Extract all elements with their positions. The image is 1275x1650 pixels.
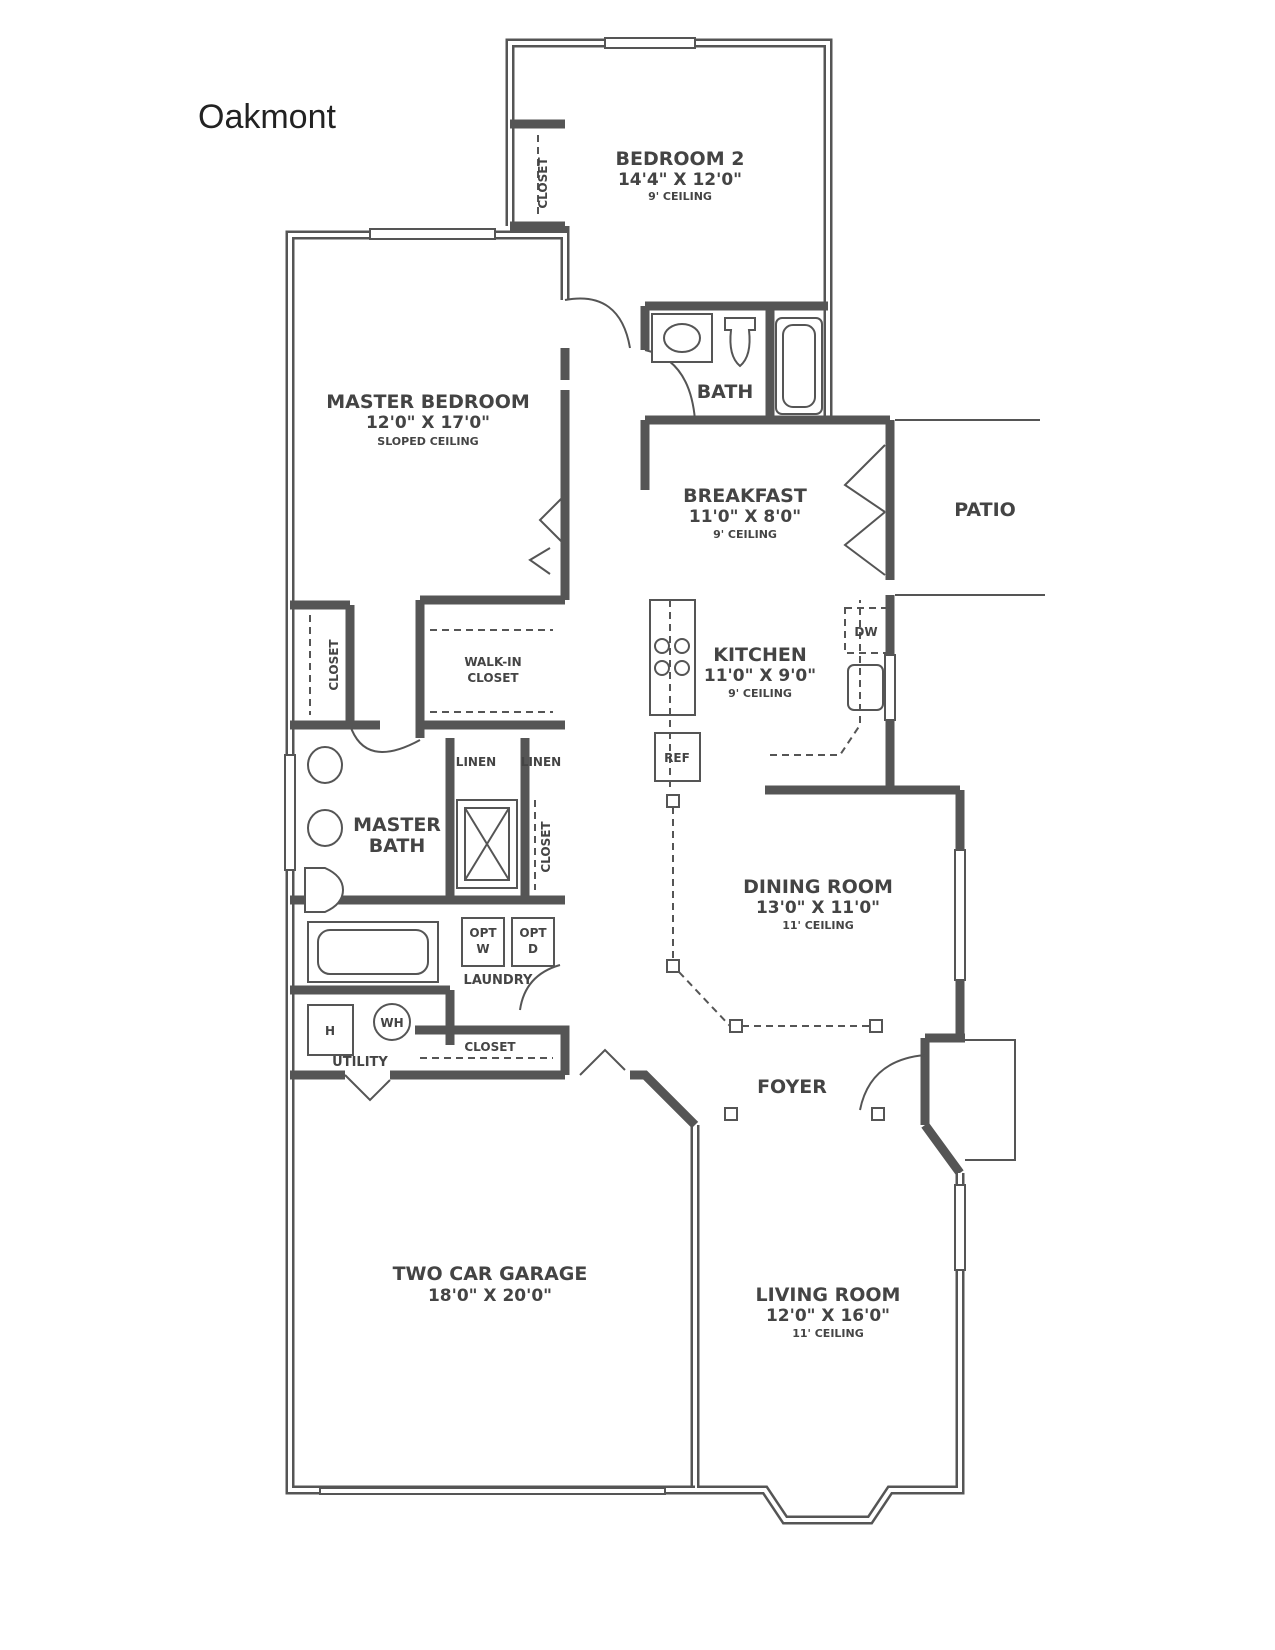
living-ceiling: 11' CEILING — [792, 1327, 864, 1340]
foyer-name: FOYER — [757, 1076, 827, 1098]
laundry-label: LAUNDRY — [464, 973, 533, 988]
utility-label: UTILITY — [332, 1055, 388, 1070]
room-living: LIVING ROOM 12'0" X 16'0" 11' CEILING — [756, 1284, 901, 1340]
living-dims: 12'0" X 16'0" — [766, 1306, 890, 1326]
plan-title: Oakmont — [198, 98, 336, 136]
opt-w-line1: OPT — [469, 926, 497, 940]
walk-in-closet-line2: CLOSET — [467, 671, 519, 685]
doors — [344, 297, 1016, 1161]
garage-dims: 18'0" X 20'0" — [428, 1286, 552, 1306]
heater-label: H — [325, 1024, 335, 1038]
bedroom2-closet-label: CLOSET — [536, 157, 550, 209]
dishwasher-label: DW — [854, 625, 877, 639]
bedroom2-ceiling: 9' CEILING — [648, 190, 712, 203]
room-walk-in-closet: WALK-IN CLOSET — [464, 655, 521, 685]
breakfast-name: BREAKFAST — [683, 485, 807, 507]
linen-1-label: LINEN — [456, 755, 496, 769]
room-dining: DINING ROOM 13'0" X 11'0" 11' CEILING — [743, 876, 893, 932]
room-kitchen: KITCHEN 11'0" X 9'0" 9' CEILING — [704, 644, 816, 700]
linen-2-label: LINEN — [521, 755, 561, 769]
refrigerator-label: REF — [664, 751, 690, 765]
water-heater-label: WH — [380, 1016, 403, 1030]
bedroom2-dims: 14'4" X 12'0" — [618, 170, 742, 190]
kitchen-ceiling: 9' CEILING — [728, 687, 792, 700]
opt-d-line1: OPT — [519, 926, 547, 940]
bedroom2-name: BEDROOM 2 — [616, 148, 745, 170]
dining-name: DINING ROOM — [743, 876, 893, 898]
room-master-bath: MASTER BATH — [353, 814, 441, 857]
laundry-appliances: OPT W OPT D — [469, 926, 547, 956]
opt-d-line2: D — [528, 942, 538, 956]
garage-closet-label: CLOSET — [464, 1040, 516, 1054]
master-bath-line1: MASTER — [353, 814, 441, 836]
master-bedroom-dims: 12'0" X 17'0" — [366, 413, 490, 433]
fixtures — [304, 135, 888, 1121]
bath-name: BATH — [697, 381, 754, 403]
kitchen-dims: 11'0" X 9'0" — [704, 666, 816, 686]
dining-ceiling: 11' CEILING — [782, 919, 854, 932]
master-bedroom-ceiling: SLOPED CEILING — [377, 435, 478, 448]
hall-closet-label: CLOSET — [539, 821, 553, 873]
breakfast-dims: 11'0" X 8'0" — [689, 507, 801, 527]
master-bath-line2: BATH — [369, 835, 426, 857]
opt-w-line2: W — [476, 942, 489, 956]
room-breakfast: BREAKFAST 11'0" X 8'0" 9' CEILING — [683, 485, 807, 541]
garage-name: TWO CAR GARAGE — [393, 1263, 588, 1285]
patio-name: PATIO — [954, 499, 1016, 521]
room-master-bedroom: MASTER BEDROOM 12'0" X 17'0" SLOPED CEIL… — [326, 391, 530, 448]
room-garage: TWO CAR GARAGE 18'0" X 20'0" — [393, 1263, 588, 1306]
living-name: LIVING ROOM — [756, 1284, 901, 1306]
windows — [284, 37, 966, 1495]
kitchen-name: KITCHEN — [713, 644, 806, 666]
dining-dims: 13'0" X 11'0" — [756, 898, 880, 918]
master-bedroom-name: MASTER BEDROOM — [326, 391, 530, 413]
room-bedroom-2: BEDROOM 2 14'4" X 12'0" 9' CEILING — [616, 148, 745, 203]
breakfast-ceiling: 9' CEILING — [713, 528, 777, 541]
master-closet-label: CLOSET — [327, 639, 341, 691]
walk-in-closet-line1: WALK-IN — [464, 655, 521, 669]
